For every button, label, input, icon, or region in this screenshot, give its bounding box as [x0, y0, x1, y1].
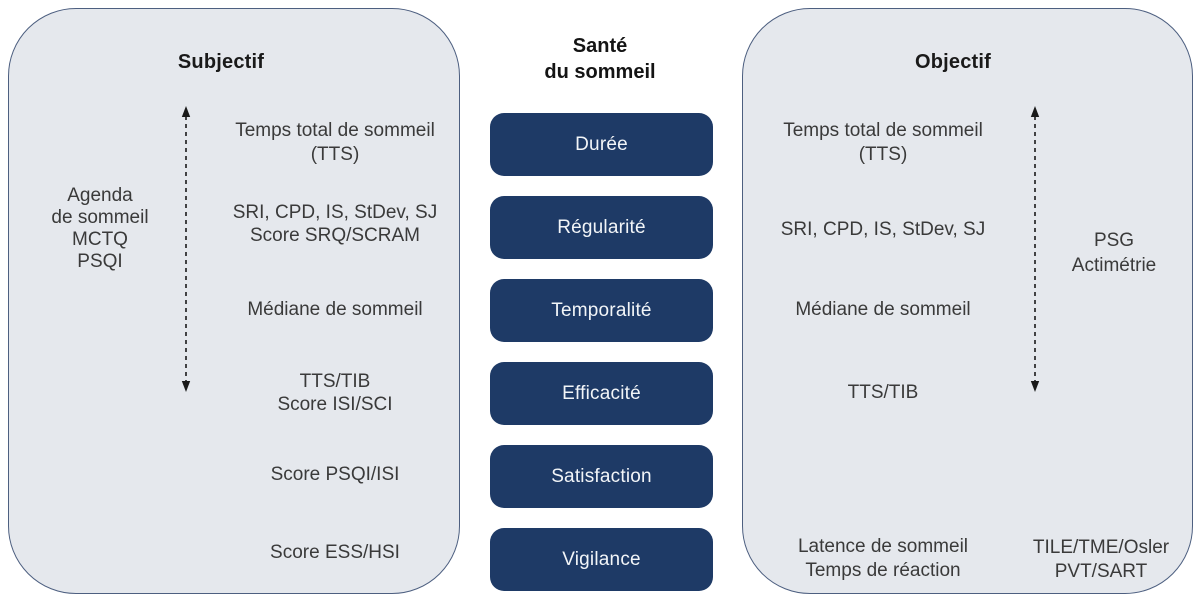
dimension-box-duree: Durée	[490, 113, 713, 176]
objective-measure-tts: Temps total de sommeil (TTS)	[783, 120, 983, 165]
subjective-measure-tts: Temps total de sommeil (TTS)	[235, 120, 435, 165]
subjective-measure-regularity: SRI, CPD, IS, StDev, SJ Score SRQ/SCRAM	[232, 202, 438, 246]
subjective-panel	[8, 8, 460, 594]
objective-measure-efficiency: TTS/TIB	[847, 382, 919, 403]
objective-tools-list: PSG Actimétrie	[1071, 230, 1157, 276]
objective-double-arrow-icon	[1030, 106, 1040, 392]
objective-measure-regularity: SRI, CPD, IS, StDev, SJ	[780, 219, 986, 240]
subjective-measure-timing: Médiane de sommeil	[247, 299, 423, 320]
objective-vigilance-tests: TILE/TME/Osler PVT/SART	[1032, 537, 1170, 582]
objective-panel-title: Objectif	[914, 51, 992, 73]
dimension-box-temporalite: Temporalité	[490, 279, 713, 342]
dimension-box-satisfaction: Satisfaction	[490, 445, 713, 508]
subjective-measure-satisfaction: Score PSQI/ISI	[270, 464, 400, 485]
subjective-panel-title: Subjectif	[177, 51, 265, 73]
subjective-tools-list: Agenda de sommeil MCTQ PSQI	[51, 185, 149, 272]
subjective-measure-efficiency: TTS/TIB Score ISI/SCI	[277, 371, 393, 415]
dimension-box-vigilance: Vigilance	[490, 528, 713, 591]
objective-measure-alertness: Latence de sommeil Temps de réaction	[797, 536, 969, 581]
dimension-box-efficacite: Efficacité	[490, 362, 713, 425]
subjective-double-arrow-icon	[181, 106, 191, 392]
subjective-measure-alertness: Score ESS/HSI	[270, 542, 400, 563]
center-title: Santé du sommeil	[544, 35, 656, 83]
dimension-box-regularite: Régularité	[490, 196, 713, 259]
objective-measure-timing: Médiane de sommeil	[795, 299, 971, 320]
objective-panel	[742, 8, 1193, 594]
